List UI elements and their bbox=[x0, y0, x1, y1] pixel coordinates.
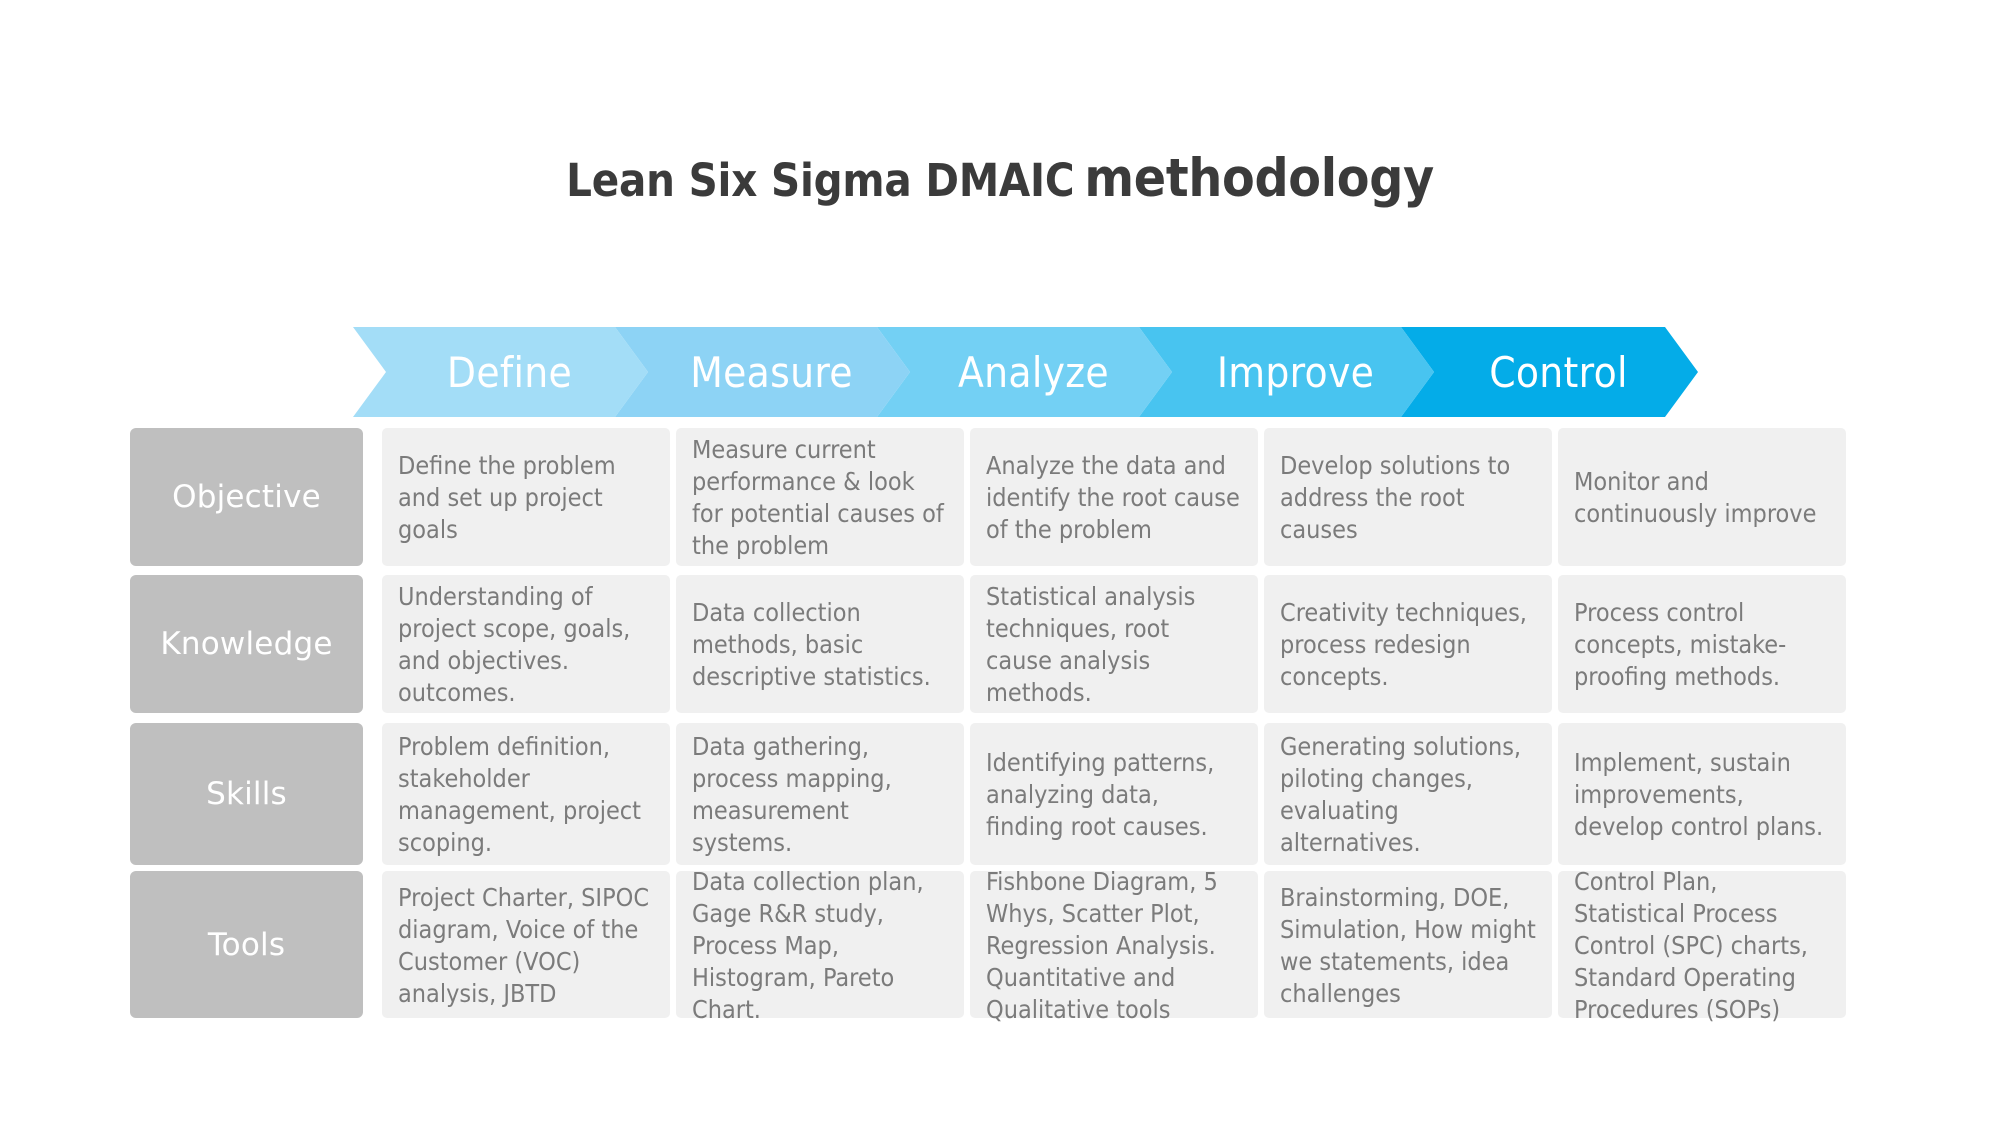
phase-chevron-label: Control bbox=[1489, 347, 1628, 397]
matrix-cell[interactable]: Statistical analysis techniques, root ca… bbox=[970, 575, 1258, 713]
phase-chevron-control[interactable]: Control bbox=[1401, 327, 1698, 417]
row-label-text: Objective bbox=[172, 479, 321, 515]
phase-chevron-label: Define bbox=[446, 347, 573, 397]
matrix-cell-text: Implement, sustain improvements, develop… bbox=[1574, 748, 1824, 841]
matrix-cell-text: Brainstorming, DOE, Simulation, How migh… bbox=[1280, 882, 1536, 1008]
matrix-cell-text: Data gathering, process mapping, measure… bbox=[692, 732, 892, 857]
matrix-cell[interactable]: Fishbone Diagram, 5 Whys, Scatter Plot, … bbox=[970, 867, 1258, 1024]
matrix-cell-text: Problem definition, stakeholder manageme… bbox=[398, 732, 641, 857]
matrix-cell[interactable]: Implement, sustain improvements, develop… bbox=[1558, 723, 1846, 865]
matrix-cell[interactable]: Data gathering, process mapping, measure… bbox=[676, 723, 964, 865]
matrix-row: Tools Project Charter, SIPOC diagram, Voi… bbox=[130, 867, 1846, 1024]
matrix-cell[interactable]: Creativity techniques, process redesign … bbox=[1264, 575, 1552, 713]
matrix-cell-text: Measure current performance & look for p… bbox=[692, 435, 944, 560]
matrix-cell-text: Control Plan, Statistical Process Contro… bbox=[1574, 866, 1808, 1024]
matrix-cell-text: Data collection methods, basic descripti… bbox=[692, 598, 931, 691]
matrix-cell[interactable]: Data collection methods, basic descripti… bbox=[676, 575, 964, 713]
matrix-cell-text: Fishbone Diagram, 5 Whys, Scatter Plot, … bbox=[986, 866, 1218, 1024]
matrix-cell-text: Analyze the data and identify the root c… bbox=[986, 451, 1240, 544]
matrix-cell-text: Project Charter, SIPOC diagram, Voice of… bbox=[398, 882, 650, 1008]
matrix-cell[interactable]: Control Plan, Statistical Process Contro… bbox=[1558, 867, 1846, 1024]
title-secondary: methodology bbox=[1084, 148, 1434, 209]
matrix-cell[interactable]: Understanding of project scope, goals, a… bbox=[382, 575, 670, 713]
matrix-cell[interactable]: Develop solutions to address the root ca… bbox=[1264, 428, 1552, 566]
matrix-cell[interactable]: Project Charter, SIPOC diagram, Voice of… bbox=[382, 871, 670, 1018]
matrix-cell-text: Define the problem and set up project go… bbox=[398, 451, 616, 544]
matrix-row: Knowledge Understanding of project scope,… bbox=[130, 575, 1846, 713]
matrix-cell-text: Identifying patterns, analyzing data, fi… bbox=[986, 748, 1215, 841]
phase-chevron-analyze[interactable]: Analyze bbox=[877, 327, 1172, 417]
matrix-cell-text: Monitor and continuously improve bbox=[1574, 467, 1817, 528]
row-label-text: Knowledge bbox=[160, 626, 333, 662]
matrix-cell[interactable]: Brainstorming, DOE, Simulation, How migh… bbox=[1264, 871, 1552, 1018]
matrix-cell[interactable]: Measure current performance & look for p… bbox=[676, 428, 964, 566]
row-label-objective[interactable]: Objective bbox=[130, 428, 363, 566]
row-label-tools[interactable]: Tools bbox=[130, 871, 363, 1018]
matrix-cell-text: Generating solutions, piloting changes, … bbox=[1280, 732, 1522, 857]
matrix-cell[interactable]: Define the problem and set up project go… bbox=[382, 428, 670, 566]
matrix-cell-text: Creativity techniques, process redesign … bbox=[1280, 598, 1527, 691]
matrix-cell[interactable]: Monitor and continuously improve bbox=[1558, 428, 1846, 566]
matrix-cell[interactable]: Data collection plan, Gage R&R study, Pr… bbox=[676, 867, 964, 1024]
phase-chevron-label: Measure bbox=[690, 347, 853, 397]
matrix-cell[interactable]: Analyze the data and identify the root c… bbox=[970, 428, 1258, 566]
matrix-cell-text: Data collection plan, Gage R&R study, Pr… bbox=[692, 866, 924, 1024]
matrix-cell[interactable]: Problem definition, stakeholder manageme… bbox=[382, 723, 670, 865]
phase-chevron-label: Analyze bbox=[958, 347, 1109, 397]
row-label-knowledge[interactable]: Knowledge bbox=[130, 575, 363, 713]
matrix-row: Skills Problem definition, stakeholder ma… bbox=[130, 723, 1846, 865]
matrix-cell-text: Understanding of project scope, goals, a… bbox=[398, 582, 631, 707]
dmaic-phase-band: Define Measure Analyze Improve Control bbox=[353, 327, 1880, 417]
row-label-skills[interactable]: Skills bbox=[130, 723, 363, 865]
phase-chevron-measure[interactable]: Measure bbox=[615, 327, 910, 417]
row-label-text: Skills bbox=[206, 776, 287, 812]
matrix-cell[interactable]: Identifying patterns, analyzing data, fi… bbox=[970, 723, 1258, 865]
matrix-cell[interactable]: Generating solutions, piloting changes, … bbox=[1264, 723, 1552, 865]
row-label-text: Tools bbox=[207, 926, 286, 963]
phase-chevron-improve[interactable]: Improve bbox=[1139, 327, 1434, 417]
matrix-row: Objective Define the problem and set up p… bbox=[130, 428, 1846, 566]
matrix-cell[interactable]: Process control concepts, mistake-proofi… bbox=[1558, 575, 1846, 713]
matrix-cell-text: Statistical analysis techniques, root ca… bbox=[986, 582, 1196, 707]
title-primary: Lean Six Sigma DMAIC bbox=[566, 154, 1075, 207]
matrix-cell-text: Process control concepts, mistake-proofi… bbox=[1574, 598, 1787, 691]
phase-chevron-define[interactable]: Define bbox=[353, 327, 648, 417]
matrix-cell-text: Develop solutions to address the root ca… bbox=[1280, 451, 1511, 544]
phase-chevron-label: Improve bbox=[1216, 347, 1375, 397]
